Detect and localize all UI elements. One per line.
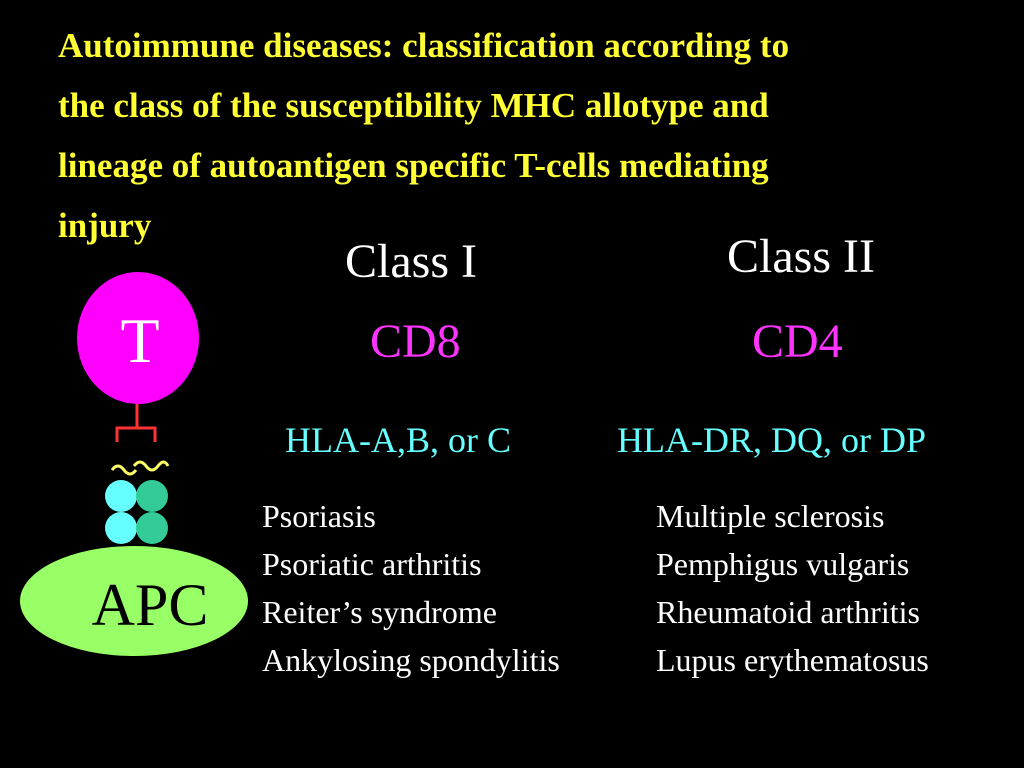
class-ii-heading: Class II bbox=[727, 230, 875, 283]
peptide-antigen bbox=[110, 460, 170, 476]
cd8-label: CD8 bbox=[370, 315, 461, 368]
mhc-subunit-lower-right bbox=[136, 512, 168, 544]
class-ii-disease-list: Multiple sclerosis Pemphigus vulgaris Rh… bbox=[656, 492, 929, 684]
cd4-label: CD4 bbox=[752, 315, 843, 368]
title-line-2: the class of the susceptibility MHC allo… bbox=[58, 86, 769, 125]
mhc-subunit-upper-left bbox=[105, 480, 137, 512]
class-ii-hla-label: HLA-DR, DQ, or DP bbox=[617, 420, 926, 460]
class-i-disease-list: Psoriasis Psoriatic arthritis Reiter’s s… bbox=[262, 492, 560, 684]
list-item: Pemphigus vulgaris bbox=[656, 546, 910, 582]
list-item: Reiter’s syndrome bbox=[262, 594, 497, 630]
list-item: Rheumatoid arthritis bbox=[656, 594, 920, 630]
list-item: Multiple sclerosis bbox=[656, 498, 885, 534]
apc-cell bbox=[20, 546, 248, 656]
t-cell bbox=[77, 272, 199, 404]
list-item: Psoriatic arthritis bbox=[262, 546, 482, 582]
t-cell-receptor bbox=[115, 404, 157, 442]
mhc-molecule bbox=[105, 480, 168, 544]
t-cell-label: T bbox=[120, 305, 159, 376]
class-i-heading: Class I bbox=[345, 235, 477, 288]
title-line-1: Autoimmune diseases: classification acco… bbox=[58, 26, 790, 65]
class-i-hla-label: HLA-A,B, or C bbox=[285, 420, 511, 460]
list-item: Lupus erythematosus bbox=[656, 642, 929, 678]
list-item: Ankylosing spondylitis bbox=[262, 642, 560, 678]
mhc-subunit-upper-right bbox=[136, 480, 168, 512]
apc-label: APC bbox=[92, 572, 209, 638]
title-line-4: injury bbox=[58, 206, 152, 245]
mhc-subunit-lower-left bbox=[105, 512, 137, 544]
title-line-3: lineage of autoantigen specific T-cells … bbox=[58, 146, 769, 185]
list-item: Psoriasis bbox=[262, 498, 376, 534]
slide-title: Autoimmune diseases: classification acco… bbox=[58, 16, 1018, 256]
